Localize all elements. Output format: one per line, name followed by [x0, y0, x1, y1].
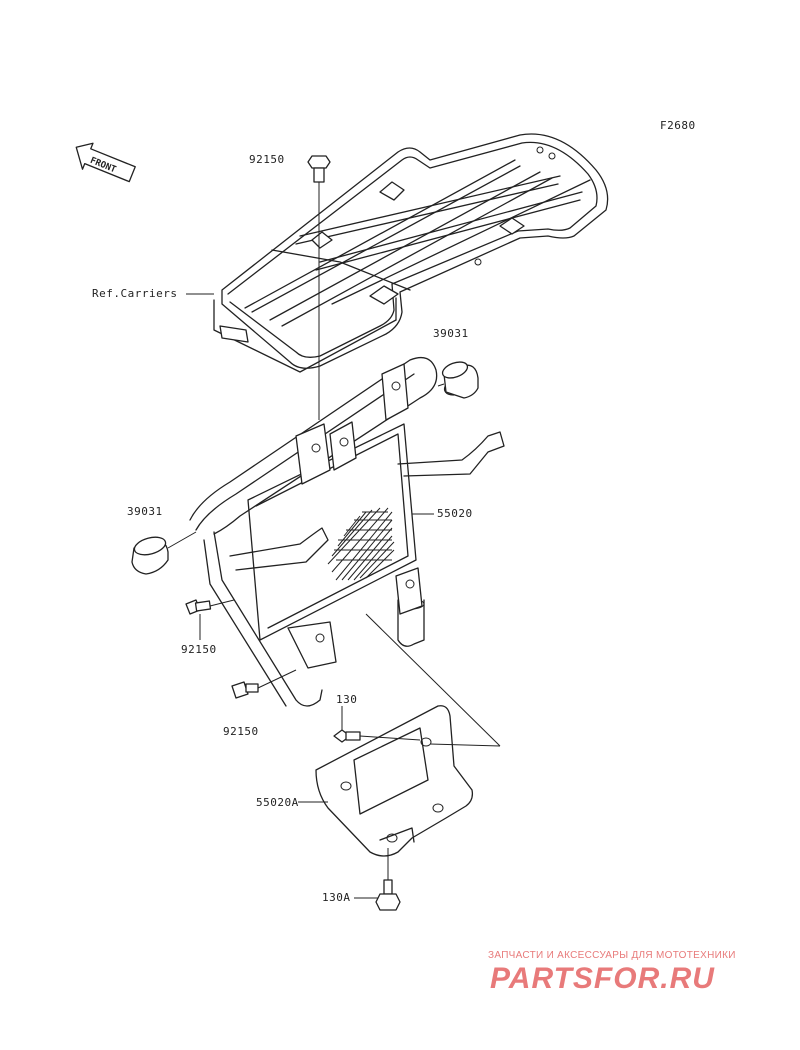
label-ref-carriers: Ref.Carriers	[92, 287, 178, 300]
bolt-92150-low	[231, 669, 297, 699]
leader-lines	[186, 293, 434, 899]
label-92150-mid: 92150	[181, 643, 217, 656]
cap-39031-left	[131, 531, 197, 575]
watermark-caption: ЗАПЧАСТИ И АКСЕССУАРЫ ДЛЯ МОТОТЕХНИКИ	[488, 950, 736, 961]
bolt-92150-mid	[185, 599, 235, 615]
label-92150-top: 92150	[249, 153, 285, 166]
label-92150-low: 92150	[223, 725, 259, 738]
label-130: 130	[336, 693, 358, 706]
bolt-130a	[375, 848, 401, 911]
label-39031-left: 39031	[127, 505, 163, 518]
label-39031-right: 39031	[433, 327, 469, 340]
front-arrow-icon: FRONT	[75, 142, 136, 183]
figure-code: F2680	[660, 119, 696, 132]
watermark-brand: PARTSFOR.RU	[490, 962, 715, 995]
label-130a: 130A	[322, 891, 351, 904]
bolt-130	[333, 729, 421, 743]
label-55020: 55020	[437, 507, 473, 520]
skid-plate-55020a	[315, 613, 501, 857]
guard-frame-55020	[189, 356, 505, 707]
bolt-92150-top	[307, 155, 331, 420]
carrier-rack	[213, 133, 609, 373]
mesh-texture	[327, 507, 395, 581]
label-55020a: 55020A	[256, 796, 299, 809]
cap-39031-right	[437, 361, 479, 399]
